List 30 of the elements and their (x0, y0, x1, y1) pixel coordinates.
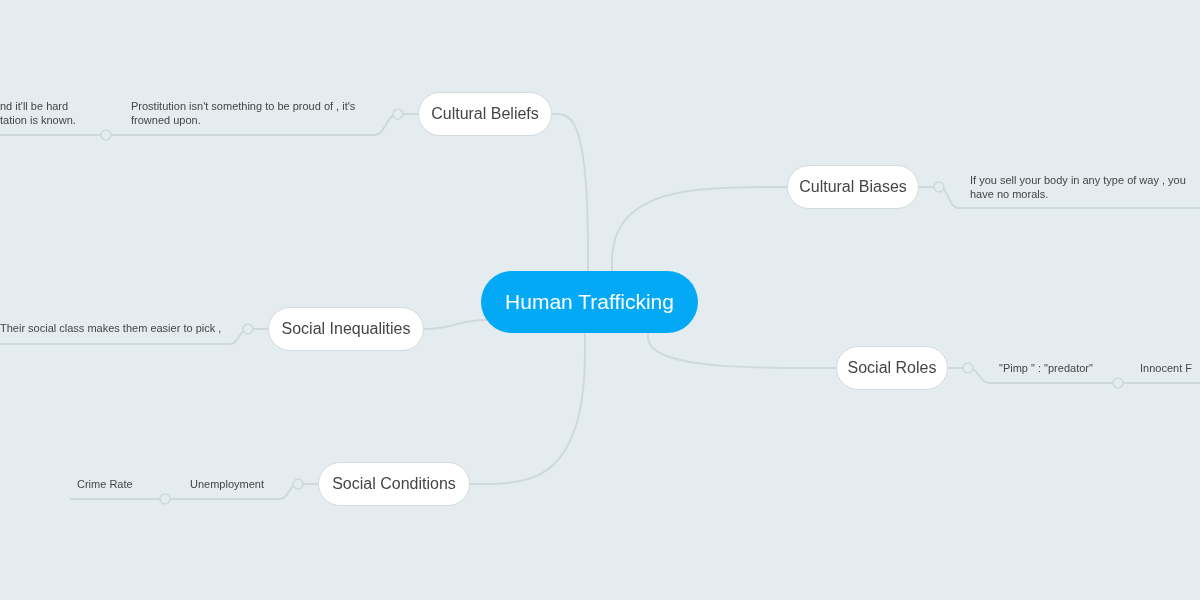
central-topic-pill (481, 271, 698, 333)
subtopic-text: Innocent F (1140, 361, 1193, 375)
topic-pill (268, 307, 424, 351)
topic-text: Cultural Biases (799, 178, 907, 196)
connector-line (279, 483, 319, 500)
topic-pill (318, 462, 470, 506)
connector-line (423, 319, 488, 330)
subtopic-text: Their social class makes them easier to pick , (0, 321, 223, 335)
subtopic-text: Prostitution isn't something to be proud of , it's frowned upon. (131, 99, 357, 127)
connector-line (551, 113, 589, 272)
subtopic-text: Unemployment (190, 477, 265, 491)
subtopic-text: Crime Rate (77, 477, 134, 491)
connector-line (947, 367, 991, 384)
connector-line (611, 186, 788, 272)
connector-line (647, 332, 837, 369)
connector-line (469, 332, 586, 485)
subtopic-text: If you sell your body in any type of way , you have no morals. (970, 173, 1187, 201)
subtopic-text: "Pimp " : "predator" (999, 361, 1094, 375)
central-topic-text: Human Trafficking (505, 290, 674, 314)
connector-line (918, 186, 959, 209)
topic-pill (418, 92, 552, 136)
topic-text: Social Inequalities (281, 320, 411, 338)
topic-pill (836, 346, 948, 390)
connector-line (229, 328, 269, 345)
topic-text: Social Roles (847, 359, 937, 377)
topic-pill (787, 165, 919, 209)
topic-text: Cultural Beliefs (431, 105, 539, 123)
subtopic-text: nd it'll be hard tation is known. (0, 99, 77, 127)
connector-line (373, 113, 419, 136)
topic-text: Social Conditions (332, 475, 456, 493)
